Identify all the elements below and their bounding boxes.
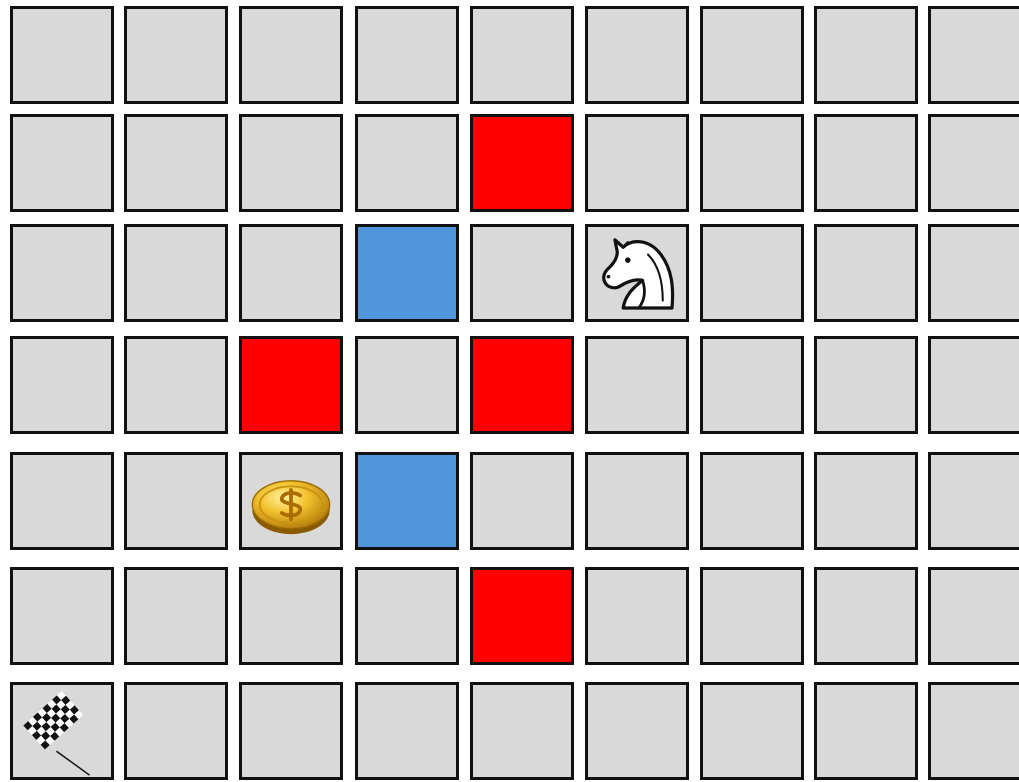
- board-cell[interactable]: [700, 682, 804, 780]
- board-cell[interactable]: [124, 682, 228, 780]
- board-cell-red[interactable]: [470, 567, 574, 665]
- gold-coin-icon: [242, 455, 340, 547]
- board-cell[interactable]: [355, 114, 459, 212]
- board-cell[interactable]: [585, 6, 689, 104]
- board-cell[interactable]: [928, 114, 1019, 212]
- board-cell[interactable]: [10, 114, 114, 212]
- board-cell[interactable]: [700, 452, 804, 550]
- board-cell[interactable]: [585, 224, 689, 322]
- board-cell[interactable]: [700, 224, 804, 322]
- board-cell-red[interactable]: [470, 114, 574, 212]
- board-cell[interactable]: [239, 224, 343, 322]
- board-cell[interactable]: [814, 682, 918, 780]
- board-cell[interactable]: [928, 682, 1019, 780]
- board-cell[interactable]: [470, 452, 574, 550]
- board-cell[interactable]: [814, 452, 918, 550]
- board-cell[interactable]: [355, 567, 459, 665]
- board-cell[interactable]: [700, 6, 804, 104]
- board-cell[interactable]: [928, 6, 1019, 104]
- board-cell[interactable]: [585, 336, 689, 434]
- board-cell[interactable]: [124, 336, 228, 434]
- board-cell[interactable]: [814, 6, 918, 104]
- board-cell[interactable]: [10, 336, 114, 434]
- board-cell[interactable]: [470, 682, 574, 780]
- board-cell[interactable]: [124, 452, 228, 550]
- board-cell[interactable]: [928, 224, 1019, 322]
- board-cell[interactable]: [124, 6, 228, 104]
- board-cell[interactable]: [10, 452, 114, 550]
- board-cell[interactable]: [928, 336, 1019, 434]
- board-cell[interactable]: [10, 567, 114, 665]
- board-cell[interactable]: [470, 224, 574, 322]
- board-cell[interactable]: [239, 452, 343, 550]
- board-cell-red[interactable]: [239, 336, 343, 434]
- board-cell[interactable]: [124, 224, 228, 322]
- board-cell[interactable]: [700, 336, 804, 434]
- board-cell[interactable]: [814, 336, 918, 434]
- board-cell[interactable]: [10, 6, 114, 104]
- board-cell[interactable]: [814, 567, 918, 665]
- board-cell[interactable]: [239, 6, 343, 104]
- board-cell[interactable]: [239, 567, 343, 665]
- board-cell[interactable]: [124, 114, 228, 212]
- board-cell[interactable]: [585, 567, 689, 665]
- board-cell-blue[interactable]: [355, 224, 459, 322]
- board-cell[interactable]: [585, 114, 689, 212]
- board-cell[interactable]: [355, 6, 459, 104]
- board-cell[interactable]: [470, 6, 574, 104]
- board-cell[interactable]: [585, 452, 689, 550]
- board-cell[interactable]: [928, 452, 1019, 550]
- board-cell[interactable]: [700, 567, 804, 665]
- board-cell[interactable]: [10, 224, 114, 322]
- board-cell[interactable]: [239, 114, 343, 212]
- board-cell[interactable]: [355, 336, 459, 434]
- checkered-flag-icon: [13, 685, 111, 777]
- board-cell[interactable]: [355, 682, 459, 780]
- board-cell[interactable]: [814, 224, 918, 322]
- board-cell[interactable]: [124, 567, 228, 665]
- board-cell[interactable]: [700, 114, 804, 212]
- knight-icon[interactable]: [588, 227, 686, 319]
- board-cell[interactable]: [585, 682, 689, 780]
- board-cell-red[interactable]: [470, 336, 574, 434]
- board-cell-blue[interactable]: [355, 452, 459, 550]
- board-cell[interactable]: [10, 682, 114, 780]
- board-cell[interactable]: [814, 114, 918, 212]
- board-cell[interactable]: [239, 682, 343, 780]
- board-cell[interactable]: [928, 567, 1019, 665]
